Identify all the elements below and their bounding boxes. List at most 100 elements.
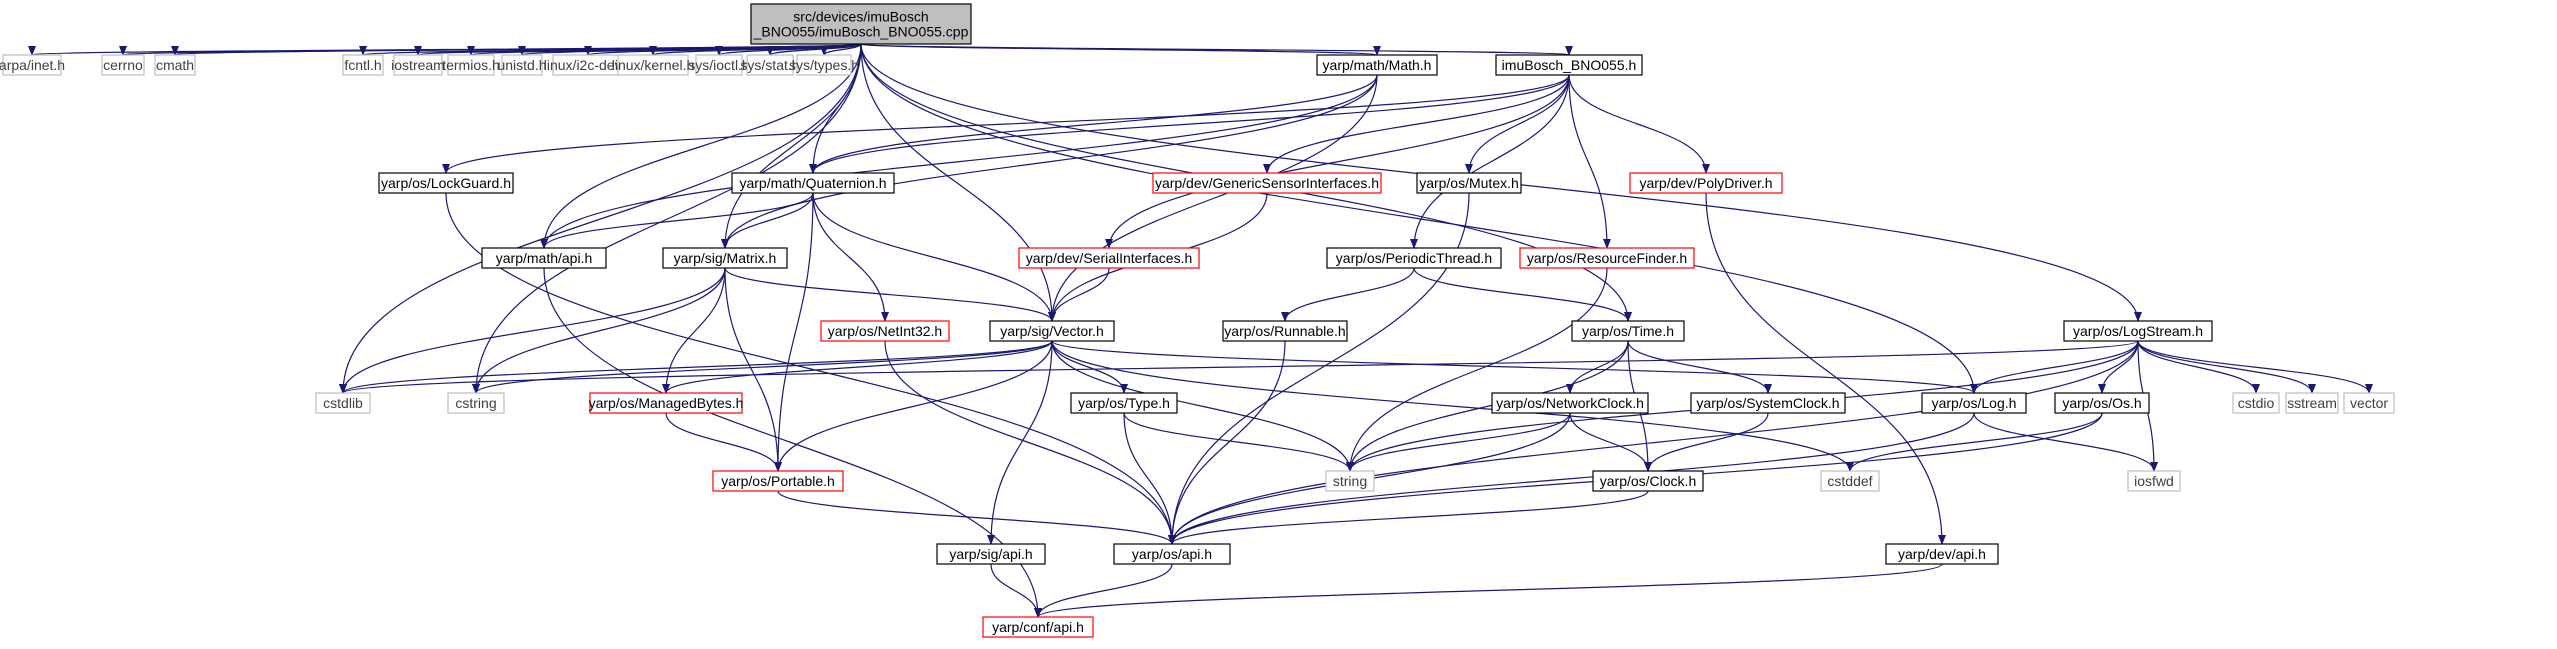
edge-os_api-to-conf_api [1034,563,1173,618]
node-label-kernel: linux/kernel.h [612,57,695,73]
edge-imu_h-to-mutex [1465,74,1570,174]
node-ioctl[interactable]: sys/ioctl.h [688,54,750,76]
node-resfinder[interactable]: yarp/os/ResourceFinder.h [1519,247,1695,269]
node-cmath[interactable]: cmath [154,54,196,76]
node-box-cstring [447,392,505,414]
node-box-clock [1592,470,1704,492]
node-netint32[interactable]: yarp/os/NetInt32.h [820,320,950,342]
node-box-managed [589,392,743,414]
edge-matrix-to-cstring [472,267,726,394]
node-label-periodic: yarp/os/PeriodicThread.h [1336,250,1492,266]
node-label-serialif: yarp/dev/SerialInterfaces.h [1026,250,1193,266]
node-label-mutex: yarp/os/Mutex.h [1419,175,1519,191]
node-sstream[interactable]: sstream [2285,392,2339,414]
node-box-fcntl [342,54,384,76]
node-label-log_h: yarp/os/Log.h [1932,395,2017,411]
node-label-os_h: yarp/os/Os.h [2062,395,2141,411]
node-label-polydriver: yarp/dev/PolyDriver.h [1639,175,1772,191]
node-imu_h[interactable]: imuBosch_BNO055.h [1495,54,1643,76]
node-os_h[interactable]: yarp/os/Os.h [2054,392,2150,414]
node-i2c_dev[interactable]: linux/i2c-dev.h [544,54,632,76]
node-math_h[interactable]: yarp/math/Math.h [1316,54,1438,76]
node-iostream[interactable]: iostream [391,54,445,76]
node-kernel[interactable]: linux/kernel.h [612,54,695,76]
edge-math_h-to-vector [1048,74,1378,322]
node-fcntl[interactable]: fcntl.h [342,54,384,76]
node-label-imu_h: imuBosch_BNO055.h [1502,57,1637,73]
node-box-lockguard [378,172,514,194]
node-box-runnable [1222,320,1348,342]
node-vector[interactable]: yarp/sig/Vector.h [989,320,1115,342]
node-sysclock[interactable]: yarp/os/SystemClock.h [1690,392,1846,414]
node-portable[interactable]: yarp/os/Portable.h [712,470,844,492]
node-lockguard[interactable]: yarp/os/LockGuard.h [378,172,514,194]
node-logstream[interactable]: yarp/os/LogStream.h [2063,320,2213,342]
node-log_h[interactable]: yarp/os/Log.h [1921,392,2027,414]
node-box-imu_h [1495,54,1643,76]
edge-type_h-to-os_api [1123,412,1176,545]
node-box-netint32 [820,320,950,342]
node-netclock[interactable]: yarp/os/NetworkClock.h [1491,392,1649,414]
node-termios[interactable]: termios.h [442,54,500,76]
node-box-os_h [2054,392,2150,414]
node-box-termios [447,54,495,76]
node-dev_api[interactable]: yarp/dev/api.h [1885,543,1999,565]
node-arpa_inet[interactable]: arpa/inet.h [0,54,65,76]
node-cstddef[interactable]: cstddef [1820,470,1880,492]
node-polydriver[interactable]: yarp/dev/PolyDriver.h [1629,172,1783,194]
node-iosfwd[interactable]: iosfwd [2127,470,2181,492]
node-cstdio[interactable]: cstdio [2232,392,2280,414]
node-conf_api[interactable]: yarp/conf/api.h [982,616,1094,638]
node-box-mutex [1416,172,1522,194]
edge-vector-to-portable [774,340,1053,472]
edge-log_h-to-iosfwd [1973,412,2158,472]
edge-type_h-to-string [1123,412,1354,472]
node-periodic[interactable]: yarp/os/PeriodicThread.h [1326,247,1502,269]
node-sys_types[interactable]: sys/types.h [789,54,859,76]
node-matrix[interactable]: yarp/sig/Matrix.h [662,247,788,269]
node-box-iosfwd [2127,470,2181,492]
edge-portable-to-os_api [777,490,1176,545]
node-cerrno[interactable]: cerrno [101,54,145,76]
node-string[interactable]: string [1325,470,1375,492]
edge-root-to-log_h [860,43,1978,394]
node-box-sys_stat [746,54,794,76]
node-math_api[interactable]: yarp/math/api.h [481,247,607,269]
node-sys_stat[interactable]: sys/stat.h [740,54,800,76]
node-cstdlib[interactable]: cstdlib [315,392,371,414]
edge-quaternion-to-matrix [721,192,814,249]
node-cstring[interactable]: cstring [447,392,505,414]
node-vector_std[interactable]: vector [2343,392,2395,414]
node-box-sig_api [936,543,1046,565]
node-root[interactable]: src/devices/imuBosch_BNO055/imuBosch_BNO… [750,3,972,45]
node-serialif[interactable]: yarp/dev/SerialInterfaces.h [1018,247,1200,269]
edge-logstream-to-vector_std [2137,340,2373,394]
edge-imu_h-to-lockguard [442,74,1570,174]
node-sig_api[interactable]: yarp/sig/api.h [936,543,1046,565]
node-label-sstream: sstream [2287,395,2337,411]
node-box-time [1571,320,1685,342]
node-os_api[interactable]: yarp/os/api.h [1113,543,1231,565]
node-time[interactable]: yarp/os/Time.h [1571,320,1685,342]
node-label-math_api: yarp/math/api.h [496,250,593,266]
node-unistd[interactable]: unistd.h [497,54,547,76]
node-mutex[interactable]: yarp/os/Mutex.h [1416,172,1522,194]
node-box-math_h [1316,54,1438,76]
edge-vector-to-type_h [1051,340,1128,394]
node-type_h[interactable]: yarp/os/Type.h [1070,392,1178,414]
node-box-cstddef [1820,470,1880,492]
node-label-lockguard: yarp/os/LockGuard.h [381,175,511,191]
node-box-polydriver [1629,172,1783,194]
node-label-conf_api: yarp/conf/api.h [992,619,1084,635]
node-gensensor[interactable]: yarp/dev/GenericSensorInterfaces.h [1152,172,1382,194]
edge-vector-to-log_h [1051,340,1978,394]
node-clock[interactable]: yarp/os/Clock.h [1592,470,1704,492]
node-box-string [1325,470,1375,492]
edge-quaternion-to-portable [774,192,814,472]
edge-vector-to-cstddef [1051,340,1854,472]
node-label-sysclock: yarp/os/SystemClock.h [1696,395,1839,411]
edge-root-to-cstring [472,43,862,394]
node-runnable[interactable]: yarp/os/Runnable.h [1222,320,1348,342]
node-managed[interactable]: yarp/os/ManagedBytes.h [589,392,744,414]
node-quaternion[interactable]: yarp/math/Quaternion.h [731,172,895,194]
